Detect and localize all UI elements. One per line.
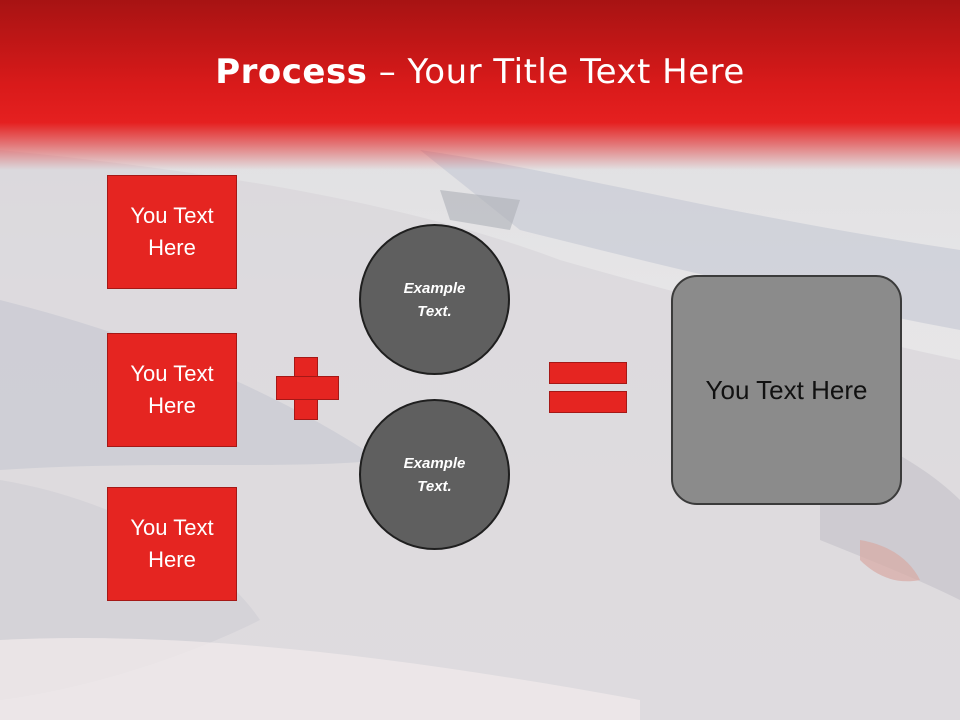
title-bar xyxy=(0,0,960,170)
example-circle-2[interactable]: Example Text. xyxy=(359,399,510,550)
input-box-3[interactable]: You Text Here xyxy=(107,487,237,601)
slide-title-bold: Process xyxy=(215,52,368,92)
result-box[interactable]: You Text Here xyxy=(671,275,902,505)
slide-title: Process – Your Title Text Here xyxy=(0,52,960,92)
result-box-label: You Text Here xyxy=(705,374,868,405)
slide-title-rest: – Your Title Text Here xyxy=(367,52,745,92)
example-circle-2-label: Example Text. xyxy=(403,454,466,495)
plus-icon-center xyxy=(295,377,317,399)
example-circle-1[interactable]: Example Text. xyxy=(359,224,510,375)
input-box-2-label: You Text Here xyxy=(130,361,214,418)
example-circle-1-label: Example Text. xyxy=(403,279,466,320)
input-box-3-label: You Text Here xyxy=(130,515,214,572)
input-box-1-label: You Text Here xyxy=(130,203,214,260)
equals-icon-top-bar xyxy=(549,362,627,384)
equals-icon-bottom-bar xyxy=(549,391,627,413)
input-box-1[interactable]: You Text Here xyxy=(107,175,237,289)
input-box-2[interactable]: You Text Here xyxy=(107,333,237,447)
